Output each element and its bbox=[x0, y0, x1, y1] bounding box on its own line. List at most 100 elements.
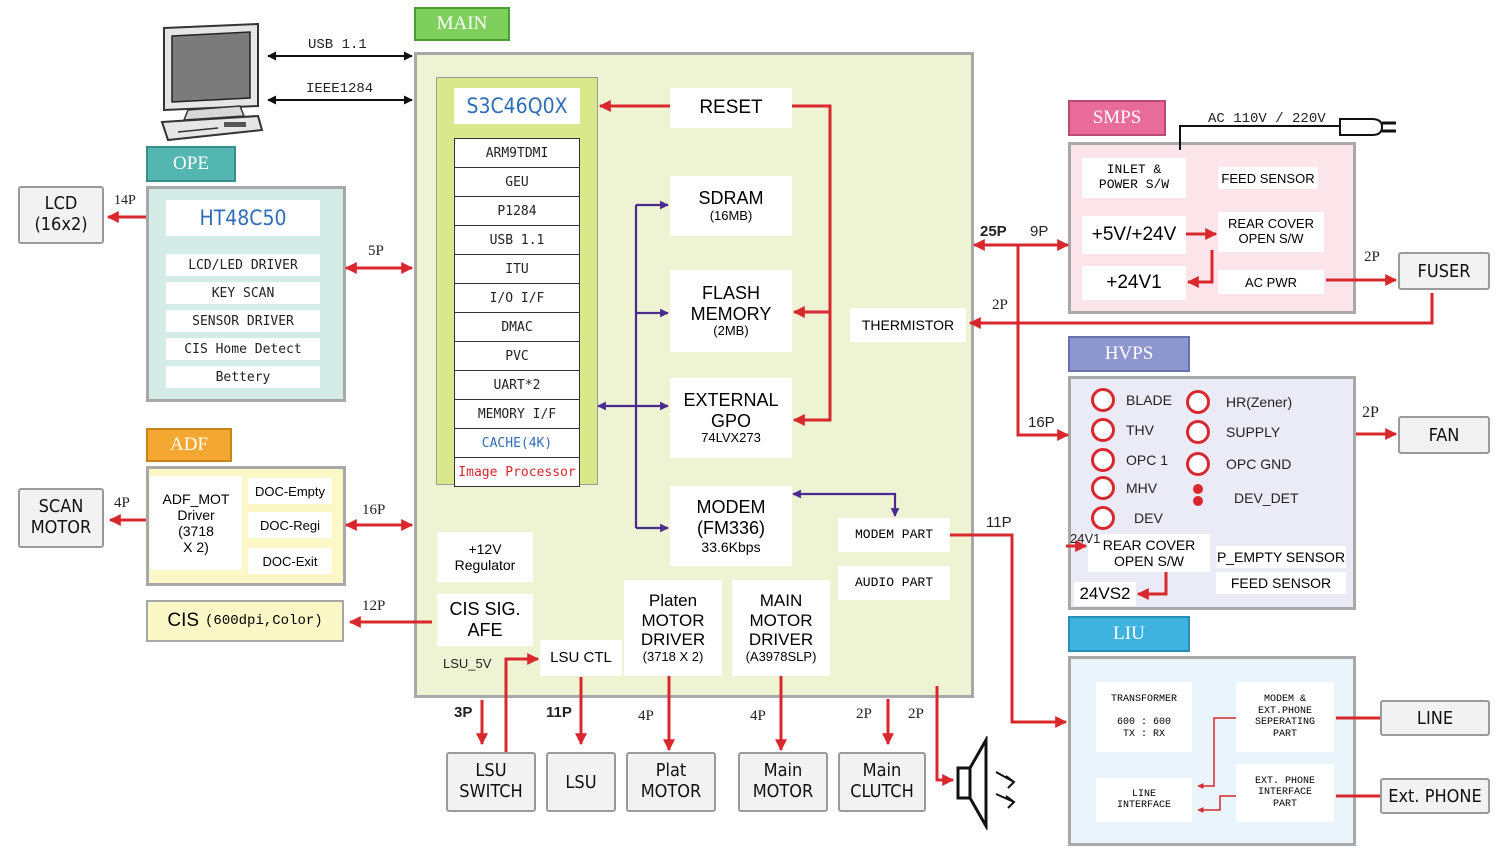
thermistor-block: THERMISTOR bbox=[850, 308, 966, 342]
flash-label: FLASH bbox=[701, 282, 761, 303]
lsu-ctl-label: LSU CTL bbox=[550, 649, 612, 667]
ext-phone-interface-part: EXT. PHONE INTERFACE PART bbox=[1236, 764, 1334, 822]
sep-line-2: EXT.PHONE bbox=[1257, 705, 1312, 717]
external-gpo-block: EXTERNAL GPO 74LVX273 bbox=[670, 378, 792, 458]
hvps-detect-dot bbox=[1193, 496, 1203, 506]
reset-block: RESET bbox=[670, 88, 792, 128]
hvps-output-label: MHV bbox=[1126, 480, 1158, 496]
doc-regi-sensor: DOC-Regi bbox=[248, 512, 332, 538]
hvps-output-label: THV bbox=[1126, 422, 1154, 438]
power-plug-icon bbox=[1336, 114, 1398, 140]
modem-label: MODEM bbox=[696, 497, 766, 518]
ope-function-item: Bettery bbox=[166, 366, 320, 388]
sep-line-4: PART bbox=[1272, 728, 1297, 740]
sep-line-1: MODEM & bbox=[1263, 694, 1306, 705]
pin-label-scan: 4P bbox=[114, 495, 130, 511]
inlet-power-switch-block: INLET & POWER S/W bbox=[1082, 158, 1186, 198]
pin-label-lsu: 11P bbox=[546, 704, 572, 721]
audio-part-label: AUDIO PART bbox=[854, 574, 933, 590]
platen-motor-label: MOTOR bbox=[641, 610, 705, 630]
usb-link-label: USB 1.1 bbox=[308, 37, 367, 53]
pin-label-main-motor: 4P bbox=[750, 708, 766, 724]
hvps-output-terminal bbox=[1186, 452, 1210, 476]
lsu-device: LSU bbox=[546, 752, 616, 812]
line-device: LINE bbox=[1380, 700, 1490, 736]
line-interface-block: LINE INTERFACE bbox=[1096, 778, 1192, 822]
platen-chip: (3718 X 2) bbox=[642, 648, 704, 664]
flash-label-2: MEMORY bbox=[690, 303, 772, 324]
main-clutch-label: Main bbox=[862, 760, 902, 782]
fan-device: FAN bbox=[1398, 416, 1490, 454]
lsu-switch-device: LSU SWITCH bbox=[446, 752, 536, 812]
main-motor-chip: (A3978SLP) bbox=[745, 648, 817, 664]
cpu-module-item: DMAC bbox=[455, 312, 579, 341]
regulator-label: Regulator bbox=[454, 557, 516, 573]
hvps-output-terminal bbox=[1091, 418, 1115, 442]
cpu-module-item: MEMORY I/F bbox=[455, 399, 579, 428]
main-motor-device: Main MOTOR bbox=[738, 752, 828, 812]
modem-speed: 33.6Kbps bbox=[701, 538, 761, 555]
v5-24-output: +5V/+24V bbox=[1082, 216, 1186, 254]
pin-label-smps: 9P bbox=[1030, 223, 1049, 240]
adf-chip-count: X 2) bbox=[183, 539, 209, 556]
smps-section-tag: SMPS bbox=[1068, 100, 1166, 136]
cis-sig-label: CIS SIG. bbox=[449, 599, 521, 620]
ope-section-tag: OPE bbox=[146, 146, 236, 182]
scan-motor-device: SCAN MOTOR bbox=[18, 488, 104, 548]
transformer-label: TRANSFORMER bbox=[1110, 693, 1177, 705]
v24-1-output: +24V1 bbox=[1082, 266, 1186, 300]
hvps-output-label: DEV bbox=[1134, 510, 1163, 526]
hvps-output-terminal bbox=[1091, 476, 1115, 500]
modem-block: MODEM (FM336) 33.6Kbps bbox=[670, 486, 792, 566]
lcd-size: (16x2) bbox=[34, 214, 88, 235]
sep-line-3: SEPERATING bbox=[1254, 717, 1315, 728]
ext-if-line-2: INTERFACE bbox=[1257, 787, 1312, 799]
lsu-ctl-block: LSU CTL bbox=[540, 640, 622, 676]
cpu-module-item: CACHE(4K) bbox=[455, 428, 579, 457]
pin-label-clutch: 2P bbox=[856, 706, 872, 722]
cis-block: CIS (600dpi,Color) bbox=[146, 600, 344, 642]
ext-if-line-1: EXT. PHONE bbox=[1254, 775, 1315, 787]
main-motor-label: MAIN bbox=[759, 591, 803, 611]
ope-function-item: CIS Home Detect bbox=[166, 338, 320, 360]
pin-label-liu: 11P bbox=[986, 514, 1012, 531]
lsu-5v-label: LSU_5V bbox=[443, 656, 492, 671]
pin-label-fuser: 2P bbox=[1364, 249, 1380, 265]
flash-memory-block: FLASH MEMORY (2MB) bbox=[670, 270, 792, 352]
hvps-output-terminal bbox=[1186, 390, 1210, 414]
cpu-module-item: PVC bbox=[455, 341, 579, 370]
cpu-module-item: P1284 bbox=[455, 196, 579, 225]
doc-empty-sensor: DOC-Empty bbox=[248, 478, 332, 504]
scan-label: SCAN bbox=[38, 496, 84, 518]
v24s2-output: 24VS2 bbox=[1074, 582, 1136, 606]
fuser-device: FUSER bbox=[1398, 252, 1490, 290]
main-motor-dev-label: Main bbox=[763, 760, 803, 782]
afe-label: AFE bbox=[467, 620, 503, 640]
pin-label-hvps: 16P bbox=[1028, 414, 1055, 431]
flash-size: (2MB) bbox=[713, 323, 749, 339]
gpo-chip: 74LVX273 bbox=[701, 430, 761, 446]
lsu-switch-label-2: SWITCH bbox=[459, 781, 523, 802]
cis-signal-afe-block: CIS SIG. AFE bbox=[437, 594, 533, 646]
speaker-icon bbox=[952, 734, 1024, 832]
plat-label: Plat bbox=[655, 760, 687, 782]
hvps-rear-cover-switch: REAR COVER OPEN S/W bbox=[1088, 534, 1210, 572]
inlet-label: INLET & bbox=[1106, 162, 1162, 178]
cpu-module-item: I/O I/F bbox=[455, 283, 579, 312]
lcd-device: LCD (16x2) bbox=[18, 186, 104, 244]
pin-label-ope: 5P bbox=[368, 243, 384, 259]
cpu-module-item: GEU bbox=[455, 167, 579, 196]
ext-if-line-3: PART bbox=[1272, 798, 1297, 810]
plat-motor-device: Plat MOTOR bbox=[626, 752, 716, 812]
lcd-label: LCD bbox=[44, 193, 78, 215]
ope-function-item: SENSOR DRIVER bbox=[166, 310, 320, 332]
pin-label-lsu-switch: 3P bbox=[454, 704, 473, 721]
hvps-output-label: DEV_DET bbox=[1234, 490, 1299, 506]
platen-label: Platen bbox=[648, 591, 698, 611]
hvps-output-label: BLADE bbox=[1126, 392, 1172, 408]
modem-chip: (FM336) bbox=[696, 517, 765, 538]
hvps-open-sw-label: OPEN S/W bbox=[1113, 553, 1184, 569]
smps-rear-cover-label: REAR COVER bbox=[1228, 216, 1314, 232]
sdram-size: (16MB) bbox=[709, 207, 753, 223]
